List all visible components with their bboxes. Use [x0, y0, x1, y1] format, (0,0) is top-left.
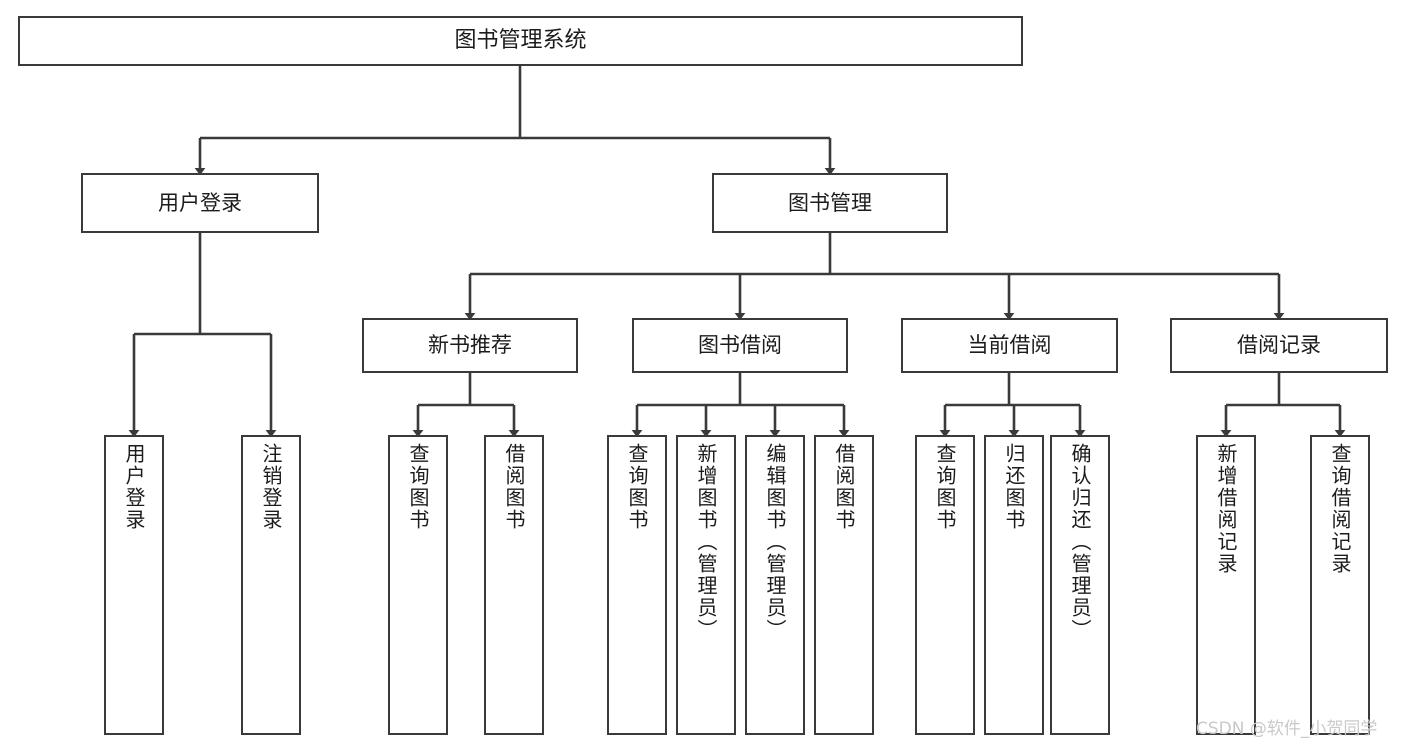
- level4-node[interactable]: 归还图书: [984, 435, 1044, 735]
- level3-node[interactable]: 新书推荐: [362, 318, 578, 373]
- node-label: 编辑图书（管理员）: [763, 443, 787, 641]
- level4-node[interactable]: 查询图书: [607, 435, 667, 735]
- level2-node[interactable]: 图书管理: [712, 173, 948, 233]
- level4-node[interactable]: 新增图书（管理员）: [676, 435, 736, 735]
- level4-node[interactable]: 查询图书: [388, 435, 448, 735]
- level2-node[interactable]: 用户登录: [81, 173, 319, 233]
- level4-node[interactable]: 借阅图书: [814, 435, 874, 735]
- node-label: 用户登录: [158, 190, 242, 215]
- node-label: 注销登录: [259, 443, 283, 531]
- level3-node[interactable]: 当前借阅: [901, 318, 1118, 373]
- node-label: 借阅记录: [1237, 333, 1321, 358]
- node-label: 新增借阅记录: [1214, 443, 1238, 575]
- node-label: 用户登录: [122, 443, 146, 531]
- node-label: 查询图书: [625, 443, 649, 531]
- root-node[interactable]: 图书管理系统: [18, 16, 1023, 66]
- level4-node[interactable]: 注销登录: [241, 435, 301, 735]
- node-label: 图书管理系统: [454, 28, 587, 54]
- node-label: 借阅图书: [502, 443, 526, 531]
- node-label: 新书推荐: [428, 333, 512, 358]
- connector-lines: [128, 66, 1346, 438]
- node-label: 当前借阅: [967, 333, 1052, 358]
- node-label: 图书借阅: [698, 333, 782, 358]
- level4-node[interactable]: 编辑图书（管理员）: [745, 435, 805, 735]
- level3-node[interactable]: 图书借阅: [632, 318, 848, 373]
- level4-node[interactable]: 借阅图书: [484, 435, 544, 735]
- node-label: 查询图书: [406, 443, 430, 531]
- node-label: 查询借阅记录: [1328, 443, 1352, 575]
- level4-node[interactable]: 查询借阅记录: [1310, 435, 1370, 735]
- node-label: 查询图书: [933, 443, 957, 531]
- level4-node[interactable]: 用户登录: [104, 435, 164, 735]
- level4-node[interactable]: 新增借阅记录: [1196, 435, 1256, 735]
- node-label: 归还图书: [1002, 443, 1026, 531]
- level4-node[interactable]: 查询图书: [915, 435, 975, 735]
- level4-node[interactable]: 确认归还（管理员）: [1050, 435, 1110, 735]
- level3-node[interactable]: 借阅记录: [1170, 318, 1388, 373]
- node-label: 确认归还（管理员）: [1068, 443, 1092, 641]
- node-label: 新增图书（管理员）: [694, 443, 718, 641]
- node-label: 图书管理: [788, 190, 872, 215]
- node-label: 借阅图书: [832, 443, 856, 531]
